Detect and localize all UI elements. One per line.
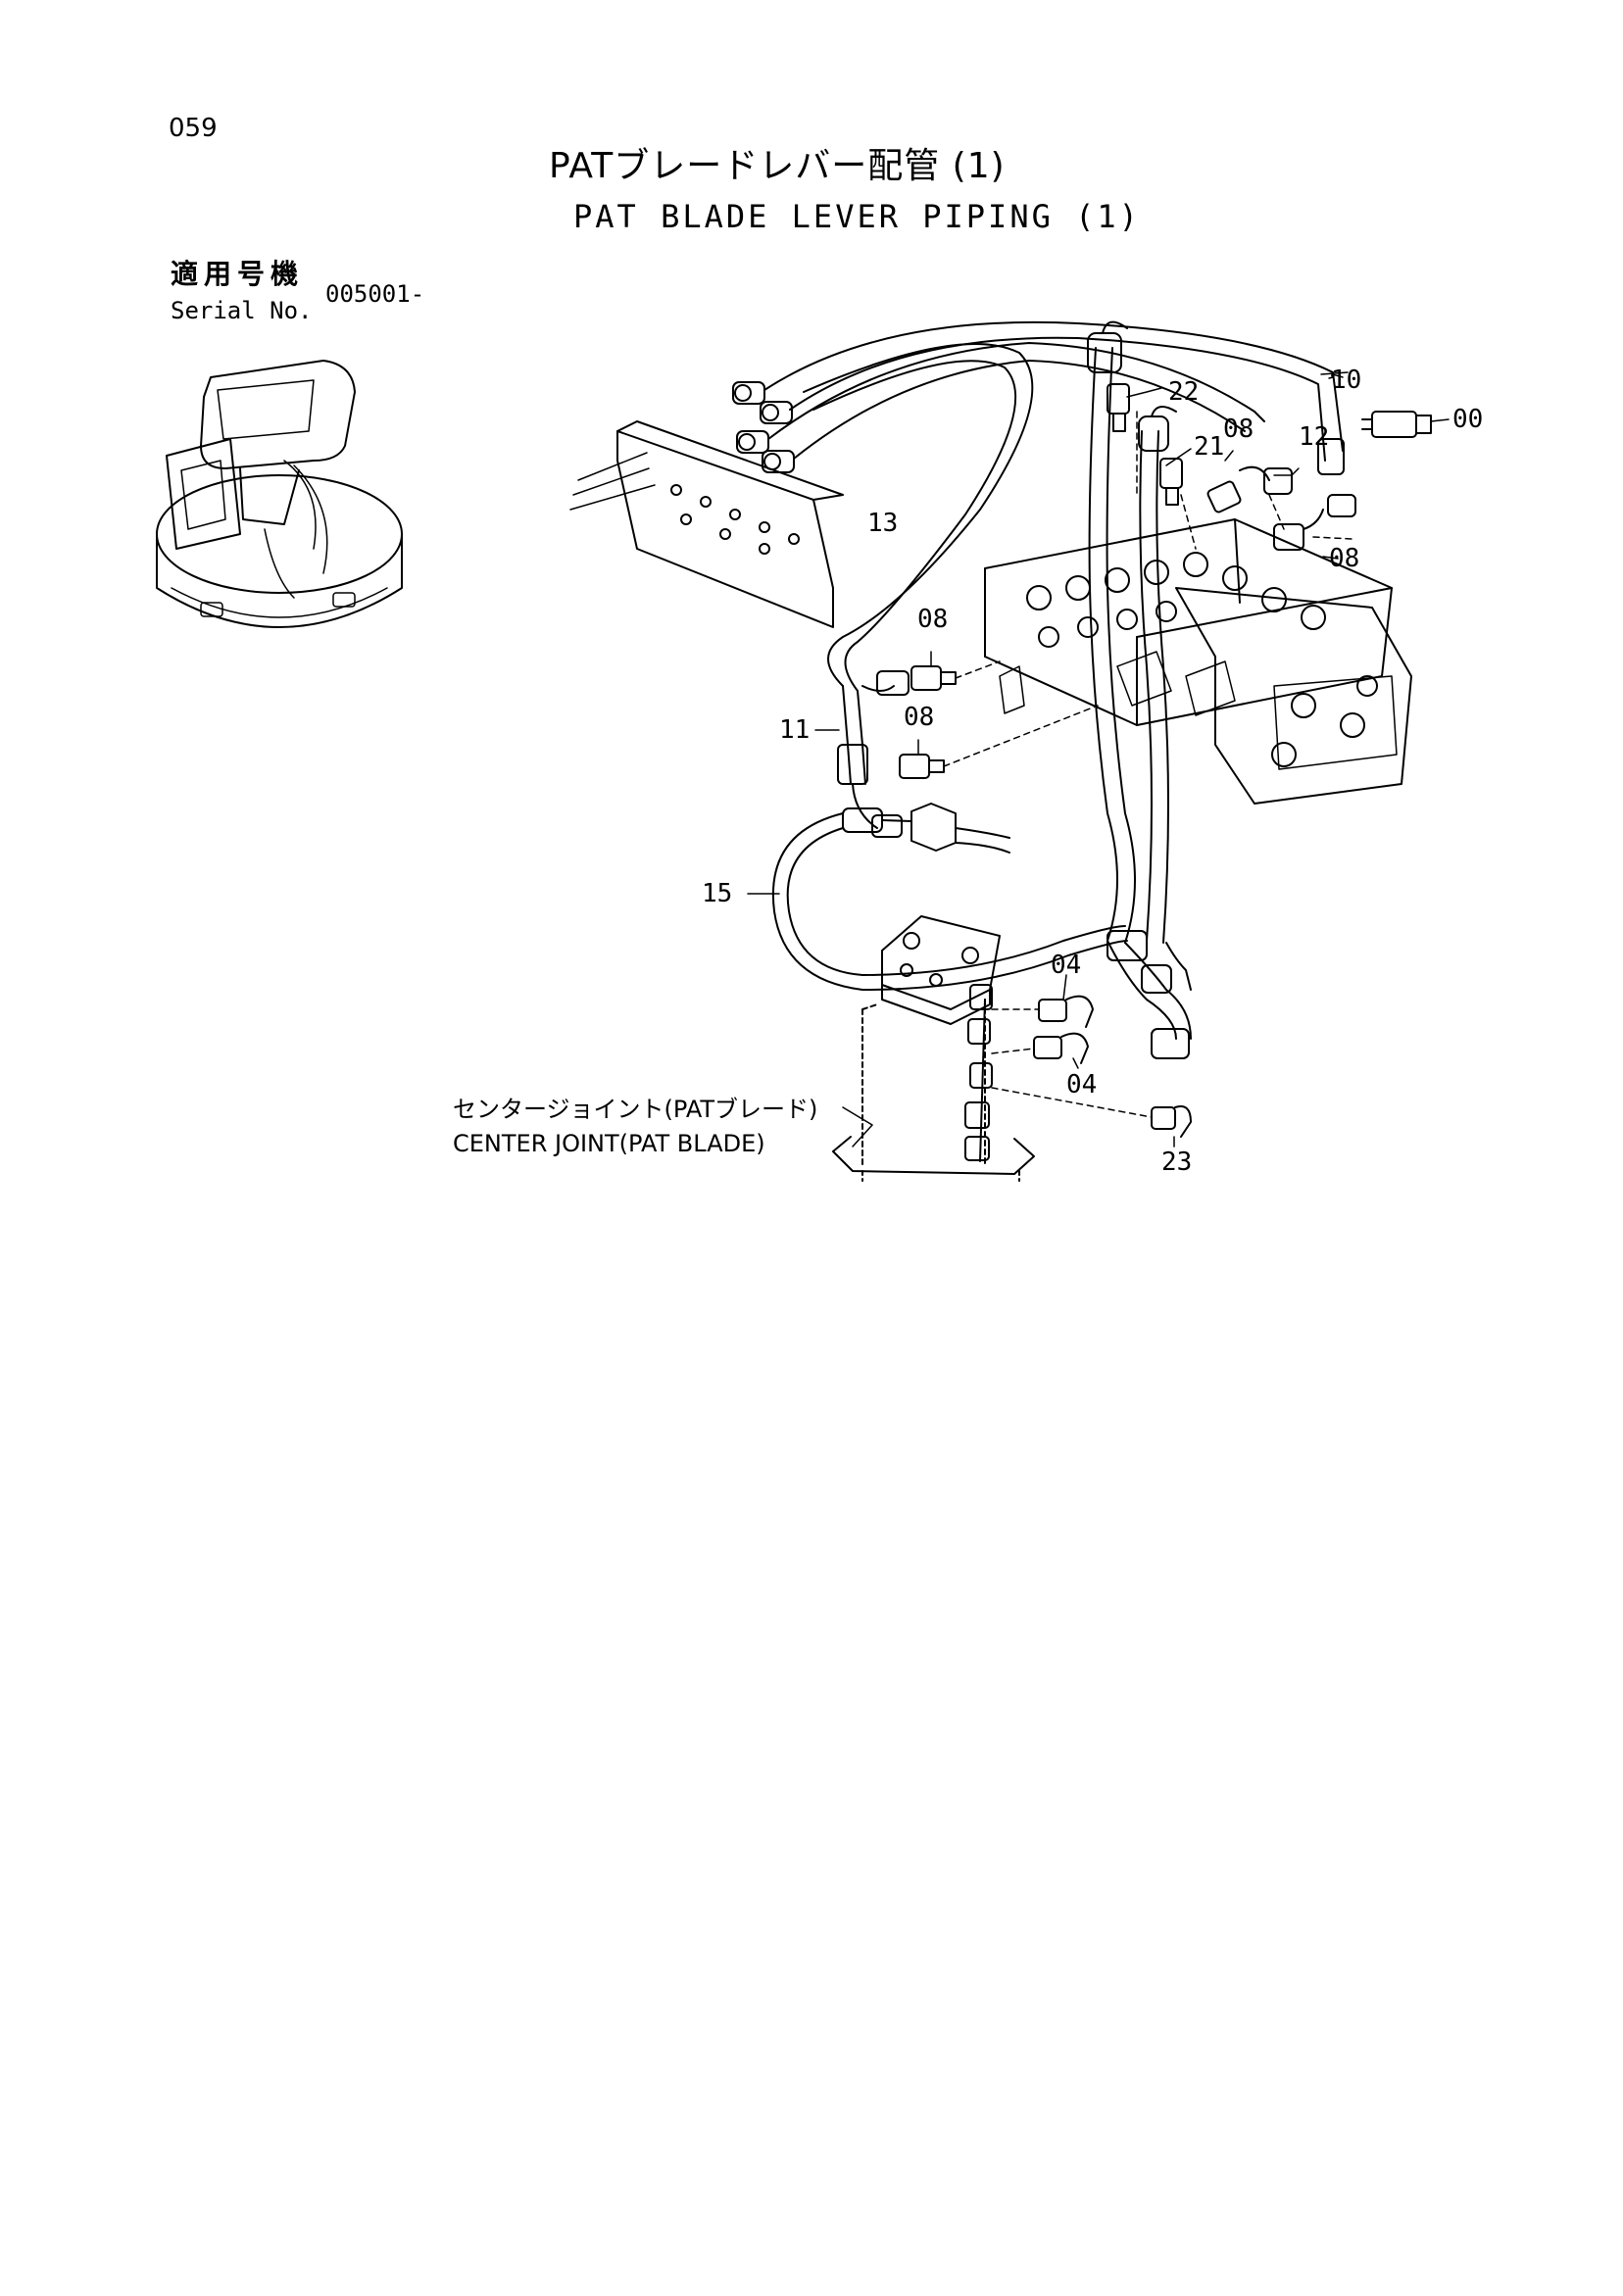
- callout-08-a: 08: [1223, 415, 1254, 444]
- callout-04-b: 04: [1066, 1070, 1097, 1099]
- elbow-fittings: [1033, 995, 1192, 1138]
- center-joint-label-english: CENTER JOINT(PAT BLADE): [453, 1130, 765, 1157]
- fitting-00: [1361, 411, 1432, 438]
- center-joint-body: [832, 915, 1035, 1182]
- hose-11: [837, 670, 910, 838]
- hose-13-loop: [803, 343, 1034, 692]
- callout-08-b: 08: [1329, 544, 1359, 573]
- serial-label-japanese: 適用号機: [171, 258, 305, 290]
- fittings-08-12-right: [1206, 438, 1356, 551]
- callout-08-d: 08: [904, 703, 934, 732]
- page-number: 059: [169, 114, 218, 143]
- title-japanese: PATブレードレバー配管 (1): [549, 146, 1006, 186]
- dashed-leaders: [943, 411, 1353, 1118]
- callout-21: 21: [1194, 432, 1224, 462]
- machine-seat-post: [239, 467, 300, 525]
- machine-lever-panel: [166, 438, 241, 550]
- machine-seat: [200, 360, 356, 469]
- callout-08-c: 08: [917, 605, 948, 634]
- callout-13: 13: [867, 509, 898, 538]
- center-joint-label-japanese: センタージョイント(PATブレード): [453, 1096, 818, 1123]
- callout-00: 00: [1452, 405, 1483, 434]
- serial-label-english: Serial No.: [171, 297, 313, 324]
- callout-22: 22: [1168, 377, 1199, 407]
- callout-04-a: 04: [1051, 951, 1081, 980]
- hoses-vertical-center: [1087, 320, 1177, 944]
- adapter-08-left: [899, 665, 957, 779]
- serial-range: 005001-: [325, 280, 425, 308]
- callout-12: 12: [1299, 422, 1329, 452]
- hose-lower-right: [1107, 930, 1192, 1059]
- machine-base-side: [156, 533, 403, 628]
- callout-11: 11: [779, 715, 810, 745]
- title-english: PAT BLADE LEVER PIPING (1): [573, 198, 1141, 235]
- hose-clamp: [910, 803, 1010, 854]
- machine-overview: [156, 360, 403, 628]
- callout-15: 15: [702, 879, 732, 908]
- hose-bundle-top: [763, 320, 1344, 462]
- hose-15: [771, 807, 1128, 991]
- manifold-bracket: [569, 420, 844, 628]
- hose-end-fittings: [732, 381, 795, 473]
- callout-leaders: [747, 371, 1450, 1148]
- callout-10: 10: [1331, 366, 1361, 395]
- part-callouts: 00 10 12 08 21 22 13 08 08 08 11 15 04 0…: [702, 366, 1483, 1177]
- callout-23: 23: [1161, 1148, 1192, 1177]
- fittings-22-21: [1107, 383, 1183, 506]
- center-joint-ports: [964, 984, 993, 1161]
